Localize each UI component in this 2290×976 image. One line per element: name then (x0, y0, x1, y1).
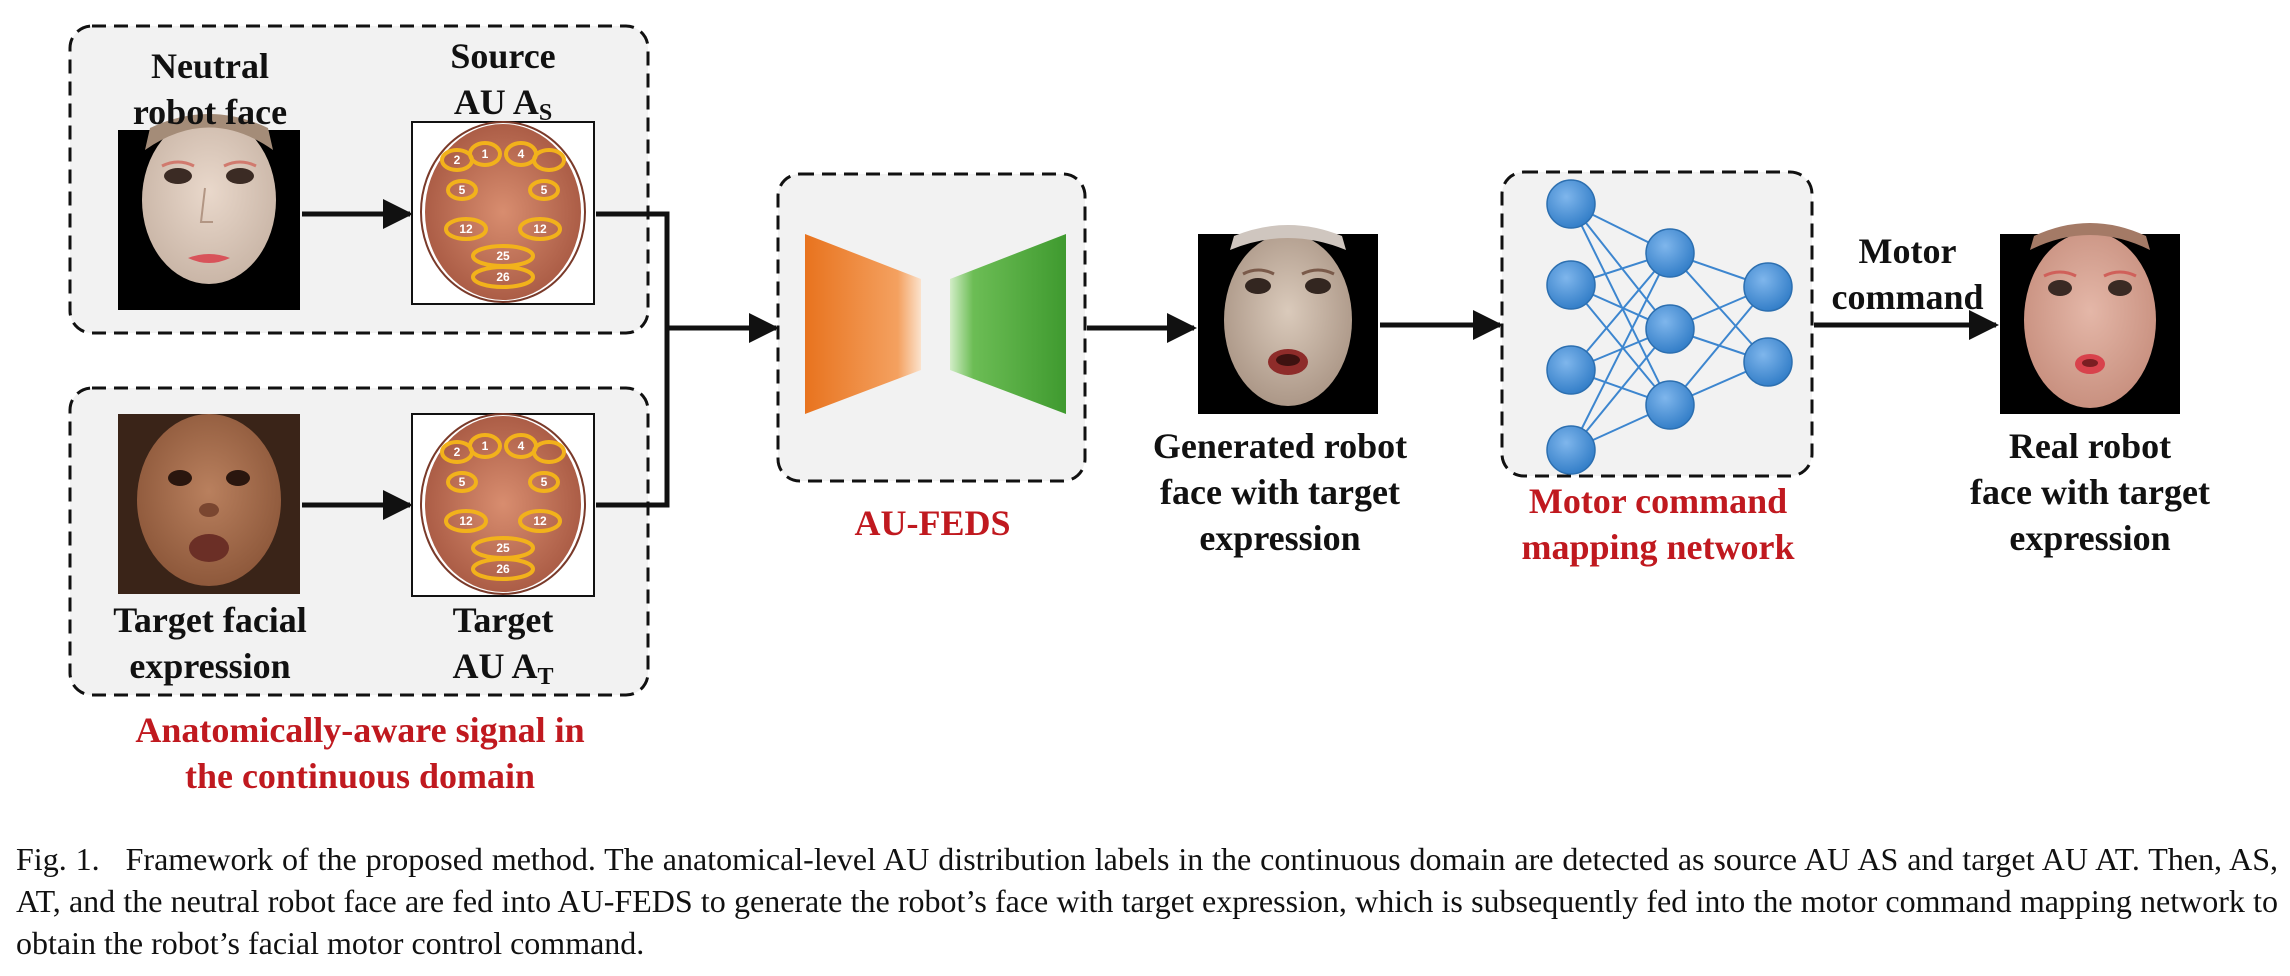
au-number: 4 (518, 439, 525, 453)
source-au-line2: AU AS (396, 79, 610, 136)
neutral-robot-face-line2: robot face (132, 92, 288, 132)
au-number: 12 (533, 514, 547, 528)
target-au-line1: Target (452, 600, 554, 640)
motor-network-line1: Motor command (1528, 481, 1788, 521)
target-au-label: Target AU AT (396, 597, 610, 700)
source-au-map-image: 1 2 4 5 5 12 12 25 26 (411, 121, 595, 305)
figure-caption: Fig. 1.Framework of the proposed method.… (16, 838, 2278, 964)
au-number: 26 (496, 562, 510, 576)
generated-line3: expression (1199, 518, 1361, 558)
motor-command-line1: Motor (1858, 231, 1957, 271)
motor-command-label: Motor command (1820, 228, 1995, 320)
decoder-trapezoid (950, 234, 1066, 414)
target-facial-expression-line2: expression (129, 646, 291, 686)
target-facial-expression-label: Target facial expression (90, 597, 330, 689)
generated-line2: face with target (1160, 472, 1400, 512)
neural-network-graphic (1546, 179, 1793, 475)
au-number: 12 (459, 222, 473, 236)
au-number: 1 (482, 147, 489, 161)
target-au-line2: AU AT (396, 643, 610, 700)
au-number: 26 (496, 270, 510, 284)
real-robot-line2: face with target (1970, 472, 2210, 512)
au-number: 4 (518, 147, 525, 161)
au-feds-label: AU-FEDS (800, 500, 1065, 546)
source-au-line1: Source (450, 36, 556, 76)
neutral-robot-face-image (118, 114, 300, 310)
au-feds-text: AU-FEDS (854, 503, 1011, 543)
target-au-map-image: 1 2 4 5 5 12 12 25 26 (411, 413, 595, 597)
encoder-trapezoid (805, 234, 921, 414)
anatomically-aware-signal-label: Anatomically-aware signal in the continu… (80, 707, 640, 799)
caption-text: Framework of the proposed method. The an… (16, 841, 2279, 961)
anatomically-aware-line2: the continuous domain (184, 756, 536, 796)
motor-command-mapping-network-label: Motor command mapping network (1505, 478, 1811, 570)
real-robot-face-image (2000, 223, 2180, 414)
au-number: 1 (482, 439, 489, 453)
target-au-text: AU A (452, 646, 538, 686)
source-au-subscript: S (538, 100, 553, 126)
au-number: 5 (541, 475, 548, 489)
target-facial-expression-line1: Target facial (113, 600, 307, 640)
neutral-robot-face-label: Neutral robot face (100, 43, 320, 135)
au-number: 2 (454, 153, 461, 167)
motor-command-line2: command (1831, 277, 1984, 317)
generated-line1: Generated robot (1152, 426, 1408, 466)
au-number: 5 (459, 183, 466, 197)
real-robot-face-label: Real robot face with target expression (1955, 423, 2225, 561)
connector-target-au (596, 328, 670, 508)
au-number: 5 (541, 183, 548, 197)
real-robot-line1: Real robot (2008, 426, 2172, 466)
motor-network-line2: mapping network (1521, 527, 1795, 567)
generated-robot-face-image (1198, 225, 1378, 414)
au-number: 2 (454, 445, 461, 459)
real-robot-line3: expression (2009, 518, 2171, 558)
target-facial-expression-image (118, 414, 300, 594)
neutral-robot-face-line1: Neutral (151, 46, 269, 86)
target-au-subscript: T (537, 664, 554, 690)
au-number: 12 (533, 222, 547, 236)
source-au-label: Source AU AS (396, 33, 610, 136)
au-number: 25 (496, 249, 510, 263)
anatomically-aware-line1: Anatomically-aware signal in (135, 710, 585, 750)
generated-robot-face-label: Generated robot face with target express… (1130, 423, 1430, 561)
au-number: 12 (459, 514, 473, 528)
figure-number: Fig. 1. (16, 841, 100, 877)
source-au-text: AU A (453, 82, 539, 122)
au-number: 25 (496, 541, 510, 555)
connector-source-au (596, 211, 670, 328)
au-number: 5 (459, 475, 466, 489)
